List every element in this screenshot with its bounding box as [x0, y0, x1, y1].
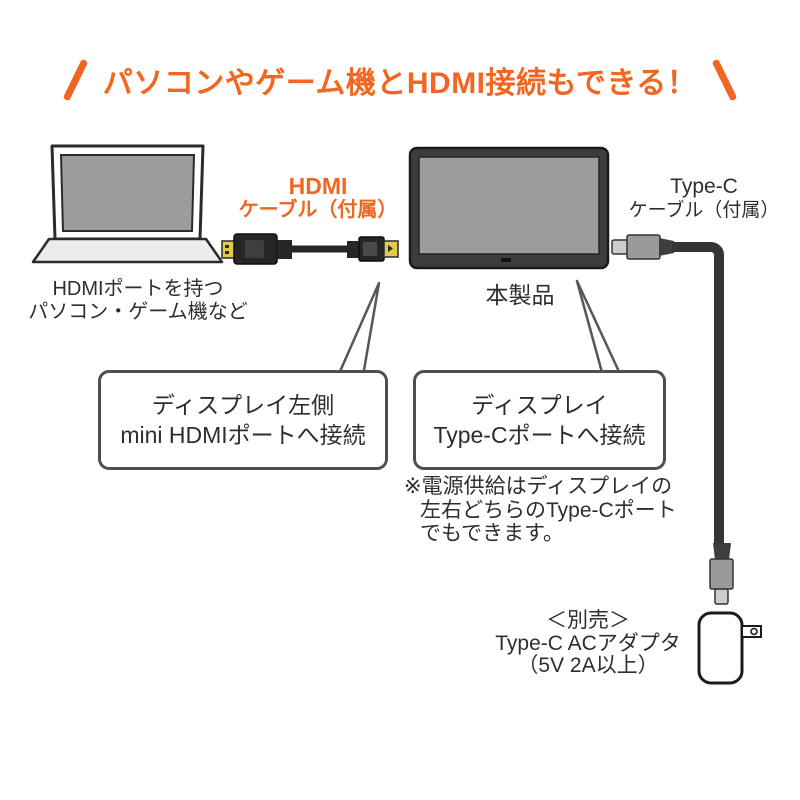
- power-supply-note-line1: ※電源供給はディスプレイの: [404, 475, 673, 498]
- power-supply-note-line2: 左右どちらのType-Cポート: [420, 498, 677, 522]
- mini-hdmi-plug-mark: [388, 245, 393, 252]
- hdmi-cable-label-line2: ケーブル（付属）: [238, 199, 398, 221]
- page-title: パソコンやゲーム機とHDMI接続もできる！: [102, 67, 698, 100]
- typec-lower-strain-relief: [713, 543, 731, 560]
- hdmi-plug-pin: [225, 245, 229, 248]
- hdmi-port-callout-line2: mini HDMIポートへ接続: [120, 422, 366, 448]
- power-supply-note-line3: でもできます。: [420, 522, 565, 545]
- monitor-screen: [418, 156, 600, 255]
- hdmi-plug-tip: [221, 240, 236, 259]
- typec-cable-label: Type-C ケーブル（付属）: [618, 175, 790, 223]
- typec-lower-plug-tip: [714, 588, 729, 605]
- typec-plug-tip: [611, 239, 629, 255]
- hdmi-strain-relief: [277, 240, 292, 259]
- ac-adapter-caption-line1: ＜別売＞: [546, 609, 630, 632]
- hdmi-cable-label: HDMI ケーブル（付属）: [228, 174, 408, 222]
- laptop-caption: HDMIポートを持つ パソコン・ゲーム機など: [22, 278, 254, 324]
- typec-strain-relief: [659, 238, 674, 256]
- monitor-logo: [501, 258, 511, 262]
- hdmi-plug-grip: [245, 240, 264, 258]
- typec-port-callout-line2: Type-Cポートへ接続: [433, 422, 646, 448]
- hdmi-port-callout: ディスプレイ左側 mini HDMIポートへ接続: [98, 370, 388, 470]
- ac-adapter-illustration: [697, 611, 762, 685]
- typec-lower-plug-body: [709, 558, 734, 590]
- power-supply-note: ※電源供給はディスプレイの 左右どちらのType-Cポート でもできます。: [404, 475, 677, 546]
- left-callout-pointer: [336, 281, 381, 378]
- typec-cable-illustration: [611, 234, 734, 605]
- hdmi-cable-illustration: [221, 233, 399, 265]
- ac-adapter-prong-hole: [750, 627, 758, 636]
- hdmi-plug-pin: [225, 251, 229, 254]
- ac-adapter-caption-line2: Type-C ACアダプタ: [495, 631, 681, 655]
- laptop-screen: [59, 154, 196, 232]
- monitor-illustration: [408, 146, 610, 270]
- typec-port-callout: ディスプレイ Type-Cポートへ接続: [413, 370, 666, 470]
- laptop-caption-line1: HDMIポートを持つ: [52, 278, 224, 300]
- typec-port-callout-line1: ディスプレイ: [471, 392, 608, 418]
- laptop-caption-line2: パソコン・ゲーム機など: [28, 301, 248, 323]
- typec-plug-body: [626, 234, 661, 260]
- laptop-illustration: [31, 144, 224, 264]
- mini-hdmi-plug-grip: [363, 242, 377, 256]
- ac-adapter-caption-line3: （5V 2A以上）: [517, 654, 659, 677]
- typec-cable-label-line2: ケーブル（付属）: [628, 200, 780, 221]
- typec-cable-label-line1: Type-C: [670, 175, 738, 198]
- typec-cable-wire: [672, 242, 724, 548]
- hdmi-cable-label-line1: HDMI: [288, 173, 348, 199]
- mini-hdmi-strain-relief: [347, 241, 360, 258]
- hdmi-port-callout-line1: ディスプレイ左側: [151, 392, 335, 418]
- laptop-base: [31, 237, 224, 264]
- product-caption: 本製品: [485, 282, 555, 308]
- ac-adapter-body: [697, 611, 744, 685]
- title-banner: パソコンやゲーム機とHDMI接続もできる！: [0, 58, 800, 102]
- ac-adapter-caption: ＜別売＞ Type-C ACアダプタ （5V 2A以上）: [482, 609, 694, 678]
